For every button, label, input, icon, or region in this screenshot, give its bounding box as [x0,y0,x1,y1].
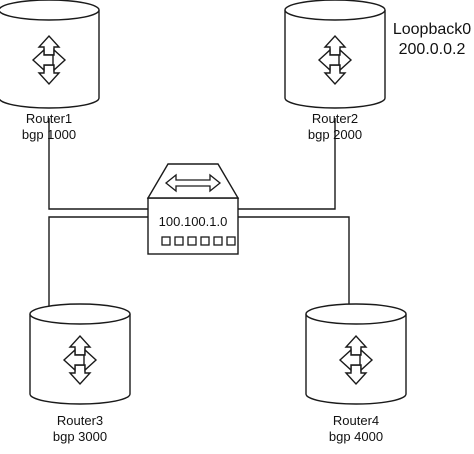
router3-icon [29,303,131,405]
router2-name: Router2 [311,111,359,126]
router2-bgp: bgp 2000 [307,127,363,142]
router4-name: Router4 [332,413,380,428]
link-router3-switch [48,216,148,312]
switch-port [187,236,197,246]
link-router2-switch [238,118,336,210]
link-router1-switch [48,118,148,210]
switch-label: 100.100.1.0 [158,214,228,229]
router1-label: Router1 bgp 1000 [0,111,99,143]
router3-name: Router3 [56,413,104,428]
router1-icon [0,0,100,109]
router2-label: Router2 bgp 2000 [285,111,385,143]
switch-port [226,236,236,246]
loopback-address: 200.0.0.2 [398,41,466,58]
router1-name: Router1 [25,111,73,126]
router2-icon [284,0,386,109]
links [48,118,350,312]
router4-icon [305,303,407,405]
switch-icon [146,163,240,255]
switch-port [161,236,171,246]
link-router4-switch [238,216,350,312]
router4-bgp: bgp 4000 [328,429,384,444]
router4-label: Router4 bgp 4000 [306,413,406,445]
switch-ports [161,236,236,246]
bidirectional-arrow-icon [164,173,222,193]
loopback-name: Loopback0 [392,21,472,38]
switch-port [200,236,210,246]
router3-label: Router3 bgp 3000 [30,413,130,445]
router1-bgp: bgp 1000 [21,127,77,142]
switch-port [174,236,184,246]
loopback-label: Loopback0 200.0.0.2 [392,20,472,60]
router3-bgp: bgp 3000 [52,429,108,444]
switch-port [213,236,223,246]
